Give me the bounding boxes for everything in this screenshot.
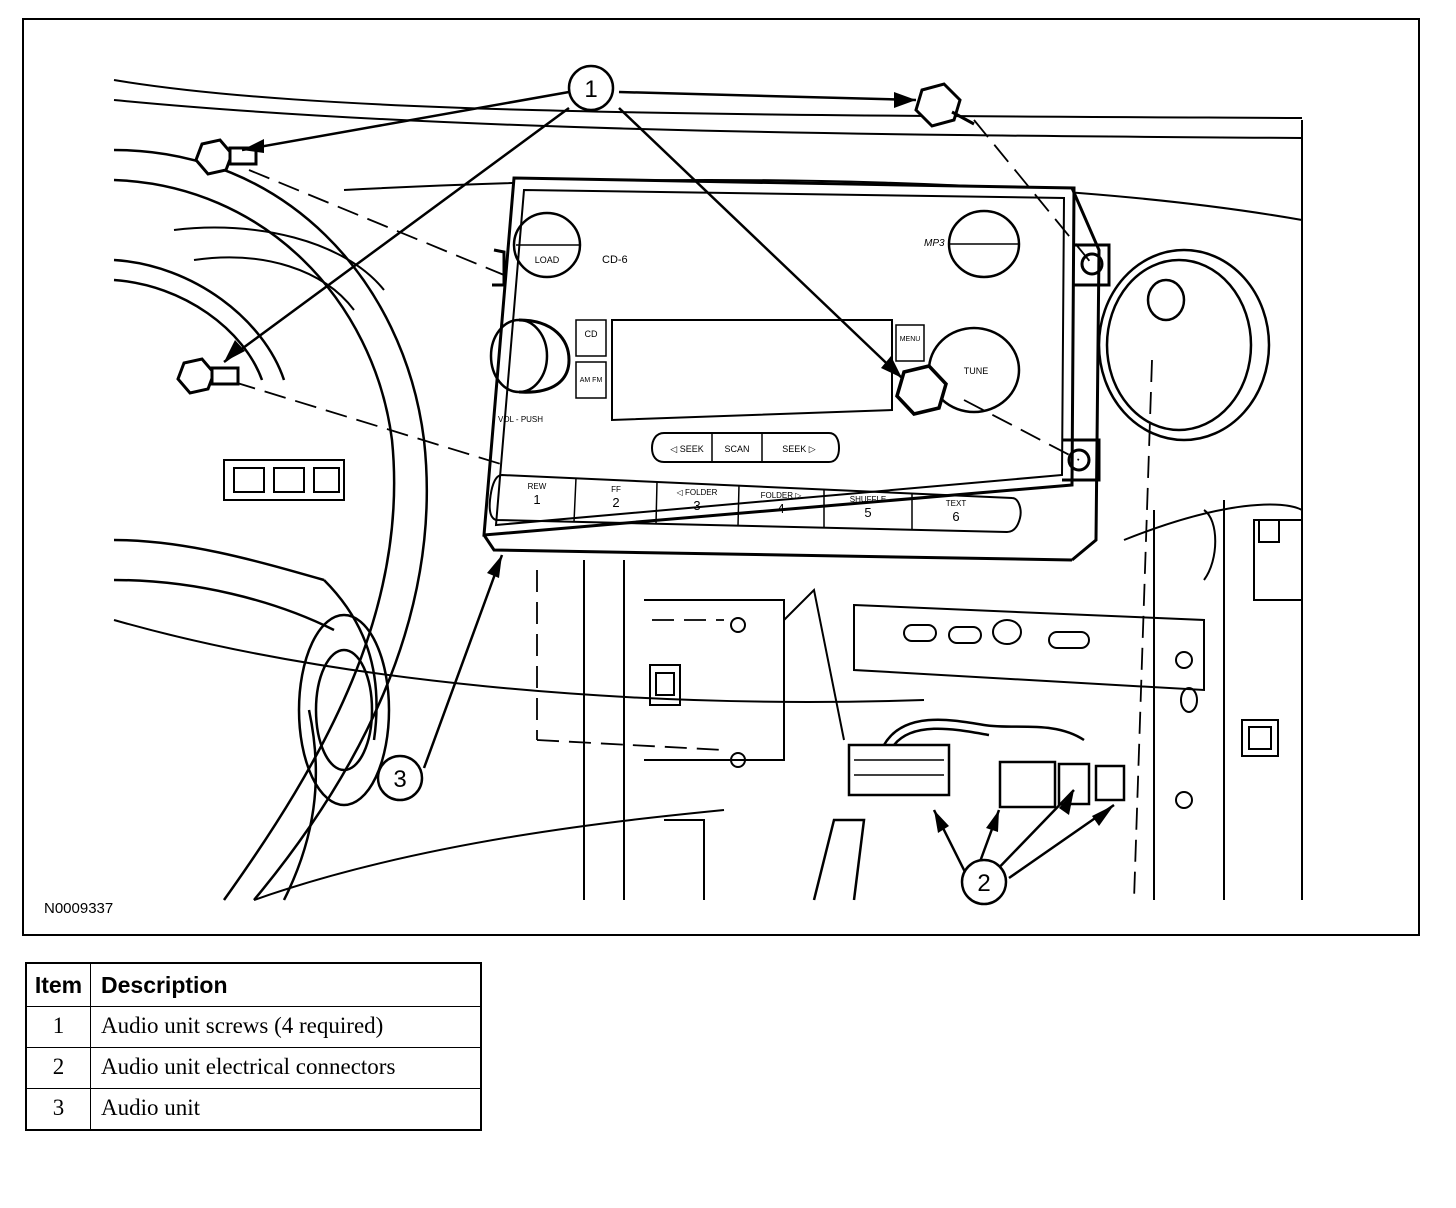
vol-push-label: VOL - PUSH bbox=[498, 415, 543, 424]
dashed-guides bbox=[233, 119, 1153, 901]
preset-3-label: ◁ FOLDER bbox=[677, 488, 718, 497]
mounting-bracket bbox=[583, 509, 1217, 900]
preset-6-number: 6 bbox=[952, 509, 959, 524]
callout-3-label: 3 bbox=[393, 766, 406, 793]
electrical-connectors bbox=[812, 718, 1126, 901]
preset-6-label: TEXT bbox=[946, 499, 967, 508]
callout-arrows bbox=[223, 90, 1115, 880]
preset-1-number: 1 bbox=[533, 492, 540, 507]
am-fm-label: AM FM bbox=[580, 377, 603, 384]
preset-5-number: 5 bbox=[864, 505, 871, 520]
legend-row: 1 Audio unit screws (4 required) bbox=[25, 1006, 482, 1048]
scan-label: SCAN bbox=[724, 444, 749, 454]
legend-item-number: 3 bbox=[25, 1088, 91, 1131]
callout-3 bbox=[376, 754, 424, 802]
callout-2-label: 2 bbox=[977, 870, 990, 897]
preset-4-label: FOLDER ▷ bbox=[761, 491, 803, 500]
item-column-header: Item bbox=[25, 962, 91, 1007]
seek-right-label: SEEK ▷ bbox=[782, 444, 816, 454]
legend-item-description: Audio unit screws (4 required) bbox=[90, 1006, 482, 1048]
callout-circles bbox=[376, 64, 1008, 906]
arrowheads bbox=[224, 92, 1114, 833]
screw-icons bbox=[176, 82, 975, 416]
legend-header-row: Item Description bbox=[25, 962, 482, 1007]
menu-label: MENU bbox=[900, 336, 921, 343]
callout-2 bbox=[960, 858, 1008, 906]
dashboard-outline bbox=[113, 79, 1303, 901]
legend-item-number: 1 bbox=[25, 1006, 91, 1048]
tune-label: TUNE bbox=[964, 366, 989, 376]
legend-row: 2 Audio unit electrical connectors bbox=[25, 1047, 482, 1089]
callout-1-label: 1 bbox=[584, 76, 597, 103]
preset-2-label: FF bbox=[611, 485, 621, 494]
audio-unit bbox=[482, 176, 1111, 562]
preset-5-label: SHUFFLE bbox=[850, 495, 886, 504]
preset-3-number: 3 bbox=[693, 498, 700, 513]
preset-2-number: 2 bbox=[612, 495, 619, 510]
legend-item-description: Audio unit electrical connectors bbox=[90, 1047, 482, 1089]
mp3-label: MP3 bbox=[924, 238, 945, 249]
diagram-figure: 1 2 3 LOAD CD-6 CD AM FM VOL - PUSH ◁ SE… bbox=[22, 18, 1420, 936]
load-label: LOAD bbox=[535, 255, 560, 265]
preset-4-number: 4 bbox=[777, 501, 784, 516]
callout-1 bbox=[567, 64, 615, 112]
instrument-cluster bbox=[173, 226, 385, 501]
legend-item-description: Audio unit bbox=[90, 1088, 482, 1131]
audio-unit-removal-illustration: 1 2 3 LOAD CD-6 CD AM FM VOL - PUSH ◁ SE… bbox=[113, 64, 1303, 906]
cd6-label: CD-6 bbox=[602, 254, 628, 266]
air-vent bbox=[1097, 248, 1271, 442]
legend-item-number: 2 bbox=[25, 1047, 91, 1089]
seek-left-label: ◁ SEEK bbox=[670, 444, 703, 454]
cd-label: CD bbox=[585, 329, 598, 339]
preset-1-label: REW bbox=[528, 482, 547, 491]
legend-table: Item Description 1 Audio unit screws (4 … bbox=[25, 962, 482, 1131]
legend-row: 3 Audio unit bbox=[25, 1088, 482, 1131]
figure-id: N0009337 bbox=[44, 900, 114, 917]
description-column-header: Description bbox=[90, 962, 482, 1007]
